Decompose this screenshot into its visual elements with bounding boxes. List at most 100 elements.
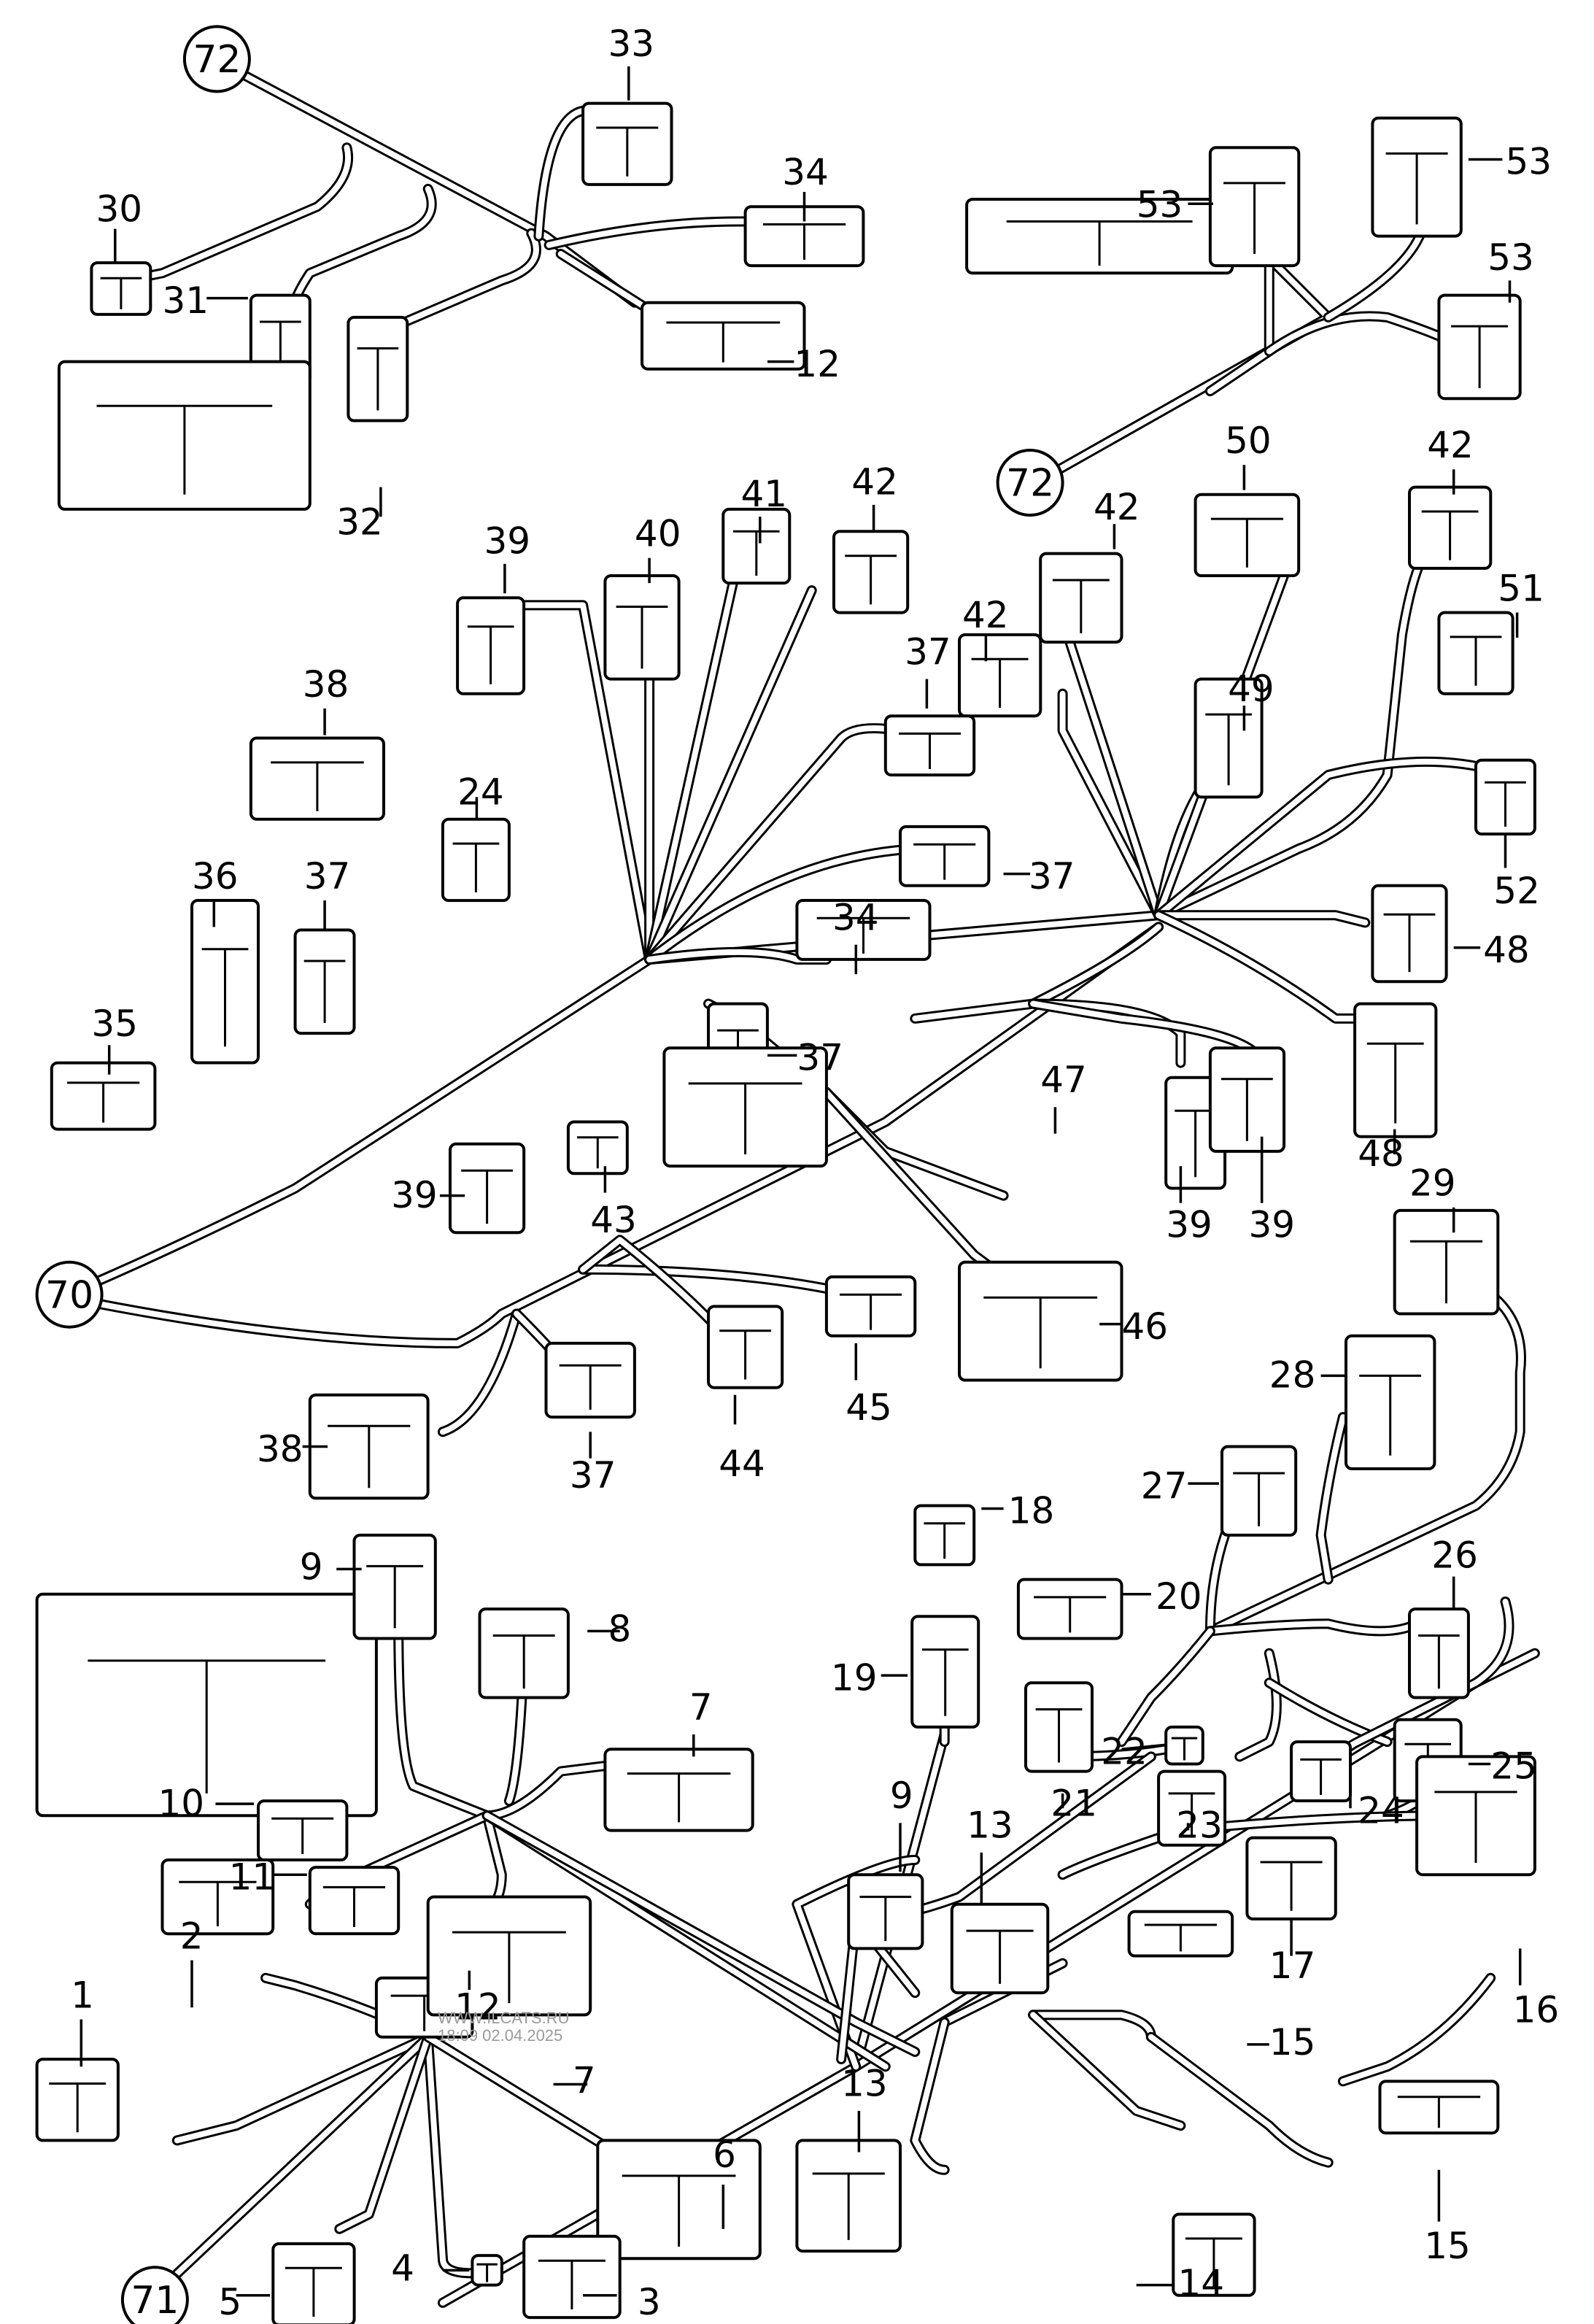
callout-label: 14 — [1177, 2262, 1224, 2304]
callout-label: 34 — [782, 151, 829, 193]
callout-label: 34 — [832, 897, 879, 939]
connector-37-e — [544, 1341, 636, 1419]
connector-16 — [1415, 1755, 1536, 1877]
callout-label: 6 — [713, 2134, 736, 2176]
connector-7-b — [426, 1895, 592, 2017]
reference-circle-label: 72 — [193, 38, 241, 82]
wire-segment-inner — [484, 1813, 918, 2055]
wire-segment-inner — [646, 949, 829, 962]
wire-segment-inner — [71, 924, 1162, 1346]
connector-17 — [1245, 1836, 1337, 1920]
callout-label: 37 — [304, 855, 351, 897]
callout-label: 33 — [608, 23, 655, 65]
callout-label: 42 — [851, 461, 898, 503]
connector-38-a — [249, 736, 385, 821]
callout-label: 16 — [1513, 1989, 1560, 2031]
connector-32 — [347, 315, 409, 422]
connector-37-a — [293, 928, 356, 1035]
callout-label: 23 — [1176, 1804, 1223, 1847]
connector-9-b — [847, 1873, 924, 1950]
callout-leader — [1121, 1743, 1167, 1751]
callout-label: 13 — [967, 1804, 1013, 1847]
reference-circle-outline — [120, 2266, 189, 2324]
connector-51 — [1437, 611, 1514, 695]
callout-label: 41 — [741, 473, 788, 515]
callout-label: 1 — [71, 1974, 94, 2016]
callout-label: 37 — [905, 630, 951, 673]
wire-segment-inner — [1339, 1974, 1494, 2085]
wire-segment-inner — [912, 924, 1162, 1022]
callout-label: 2 — [180, 1915, 204, 1957]
connector-39-a — [456, 596, 526, 695]
connector-2 — [160, 1858, 275, 1936]
connector-24-a — [441, 817, 511, 903]
callout-label: 10 — [158, 1782, 205, 1824]
callout-label: 5 — [218, 2281, 241, 2323]
wire-segment-inner — [1207, 1281, 1524, 1634]
connector-48-a — [1371, 884, 1448, 984]
connector-53-c — [1437, 293, 1522, 401]
wire-segment — [1337, 1972, 1496, 2087]
control-panel-strip — [965, 198, 1234, 275]
connector-13-b — [795, 2139, 902, 2253]
wire-segment — [1028, 253, 1334, 490]
wire-segment-inner — [1156, 912, 1369, 1022]
wire-segment-inner — [557, 251, 653, 313]
watermark: WWW.ILCATS.RU 18:09 02.04.2025 — [438, 2009, 569, 2045]
reference-circle: 71 — [120, 2266, 189, 2324]
sleeve-19 — [910, 1615, 980, 1729]
callout-label: 11 — [229, 1856, 276, 1898]
callout-label: 53 — [1506, 141, 1552, 183]
wire-segment-inner — [1030, 255, 1331, 487]
wire-segment-inner — [646, 846, 918, 962]
reference-circle: 70 — [35, 1260, 104, 1329]
wire-segment — [120, 142, 354, 286]
callout-label: 8 — [608, 1608, 632, 1651]
connector-18 — [913, 1504, 976, 1567]
callout-label: 51 — [1498, 567, 1544, 609]
connector-20 — [1016, 1578, 1123, 1640]
wire-segment-inner — [580, 1266, 859, 1302]
connector-14 — [1172, 2212, 1256, 2297]
callout-label: 48 — [1358, 1132, 1404, 1175]
callout-label: 39 — [1249, 1203, 1296, 1246]
wire-segment-inner — [506, 602, 653, 962]
connector-3 — [522, 2234, 622, 2320]
connector-41 — [721, 507, 792, 585]
callout-label: 50 — [1225, 420, 1272, 462]
wire-segment-inner — [646, 587, 815, 962]
connector-53-b — [1371, 116, 1463, 238]
wire-segment-inner — [1148, 2034, 1331, 2166]
connector-5 — [271, 2242, 356, 2324]
callout-label: 37 — [797, 1037, 843, 1079]
connector-42-d — [1408, 485, 1493, 570]
wire-segment-inner — [1156, 758, 1487, 919]
callout-label: 15 — [1269, 2021, 1316, 2064]
wire-segment-inner — [71, 912, 1162, 1295]
callout-label: 53 — [1487, 236, 1534, 279]
callout-label: 18 — [1008, 1490, 1055, 1532]
callout-label: 9 — [300, 1546, 323, 1588]
connector-1 — [35, 2058, 120, 2142]
connector-11 — [308, 1866, 401, 1936]
callout-label: 49 — [1228, 668, 1274, 710]
connector-42-b — [958, 633, 1042, 718]
connector-21 — [1024, 1681, 1094, 1773]
connector-23 — [1157, 1769, 1227, 1847]
connector-37-c — [899, 825, 991, 887]
callout-label: 37 — [1029, 855, 1075, 897]
callout-label: 37 — [570, 1454, 616, 1497]
connector-34-top — [743, 205, 865, 268]
callout-label: 39 — [391, 1174, 438, 1216]
wire-segment — [334, 2031, 433, 2234]
connector-15-a — [1127, 1910, 1234, 1958]
wire-segment-inner — [439, 1310, 520, 1435]
connector-52 — [1474, 758, 1536, 836]
callout-label: 38 — [257, 1428, 303, 1470]
callout-label: 44 — [719, 1443, 765, 1485]
connector-34-mid — [795, 899, 932, 961]
connector-10 — [257, 1799, 349, 1862]
callout-label: 39 — [484, 520, 531, 563]
fuse-relay-bracket — [35, 1592, 378, 1818]
